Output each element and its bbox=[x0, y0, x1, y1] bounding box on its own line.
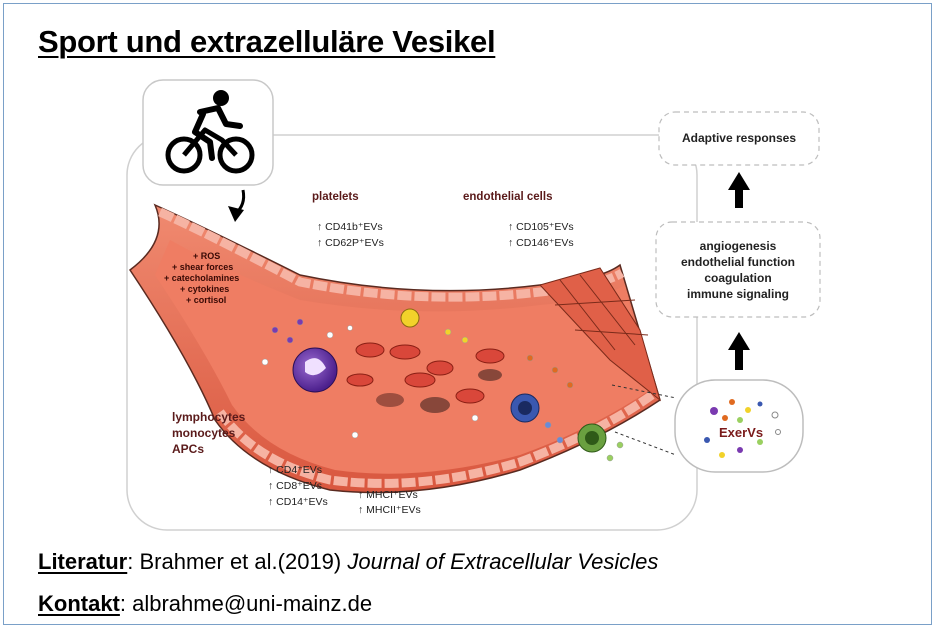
literature-journal: Journal of Extracellular Vesicles bbox=[347, 549, 659, 574]
function-1: angiogenesis bbox=[700, 239, 777, 253]
arrow-up-2 bbox=[728, 332, 750, 370]
literature-label: Literatur bbox=[38, 549, 128, 574]
exervs-particles bbox=[704, 399, 781, 458]
functions-box bbox=[655, 221, 821, 318]
stress-1: + ROS bbox=[193, 251, 220, 261]
vesicles bbox=[261, 318, 624, 462]
label-platelets: platelets bbox=[312, 191, 359, 203]
lymph-marker-2: ↑ CD8⁺EVs bbox=[268, 480, 322, 492]
red-blood-cells bbox=[346, 342, 505, 413]
contact-text[interactable]: : albrahme@uni-mainz.de bbox=[119, 591, 373, 616]
exervs-zoom bbox=[674, 379, 804, 473]
immune-3: APCs bbox=[172, 442, 204, 456]
plt-marker-2: ↑ CD62P⁺EVs bbox=[317, 237, 384, 249]
stress-5: + cortisol bbox=[186, 295, 226, 305]
adaptive-box bbox=[658, 111, 820, 166]
plt-marker-1: ↑ CD41b⁺EVs bbox=[317, 221, 383, 233]
lymph-marker-3: ↑ CD14⁺EVs bbox=[268, 496, 328, 508]
mhc-marker-2: ↑ MHCII⁺EVs bbox=[358, 504, 421, 516]
arrow-up-1 bbox=[728, 172, 750, 208]
slide-title: Sport und extrazelluläre Vesikel bbox=[38, 24, 496, 59]
stress-factors: + ROS + shear forces + catecholamines + … bbox=[164, 251, 239, 305]
function-3: coagulation bbox=[704, 271, 771, 285]
leukocytes bbox=[292, 308, 607, 453]
label-endothelial: endothelial cells bbox=[463, 191, 552, 203]
literature-line: Literatur: Brahmer et al.(2019) Journal … bbox=[38, 549, 658, 575]
lymph-marker-1: ↑ CD4⁺EVs bbox=[268, 464, 322, 476]
immune-2: monocytes bbox=[172, 426, 236, 440]
adaptive-label: Adaptive responses bbox=[682, 131, 796, 145]
curved-arrow-icon bbox=[228, 189, 246, 222]
exervs-label: ExerVs bbox=[719, 425, 763, 440]
stress-3: + catecholamines bbox=[164, 273, 239, 283]
literature-text: : Brahmer et al.(2019) bbox=[127, 549, 348, 574]
mhc-marker-1: ↑ MHCI⁺EVs bbox=[358, 489, 418, 501]
immune-1: lymphocytes bbox=[172, 410, 246, 424]
cyclist-icon bbox=[165, 90, 255, 174]
function-2: endothelial function bbox=[681, 255, 795, 269]
contact-label: Kontakt bbox=[38, 591, 120, 616]
stress-2: + shear forces bbox=[172, 262, 233, 272]
stress-4: + cytokines bbox=[180, 284, 229, 294]
diagram-panel bbox=[126, 134, 698, 531]
endo-marker-2: ↑ CD146⁺EVs bbox=[508, 237, 574, 249]
endo-marker-1: ↑ CD105⁺EVs bbox=[508, 221, 574, 233]
contact-line: Kontakt: albrahme@uni-mainz.de bbox=[38, 591, 372, 617]
function-4: immune signaling bbox=[687, 287, 789, 301]
